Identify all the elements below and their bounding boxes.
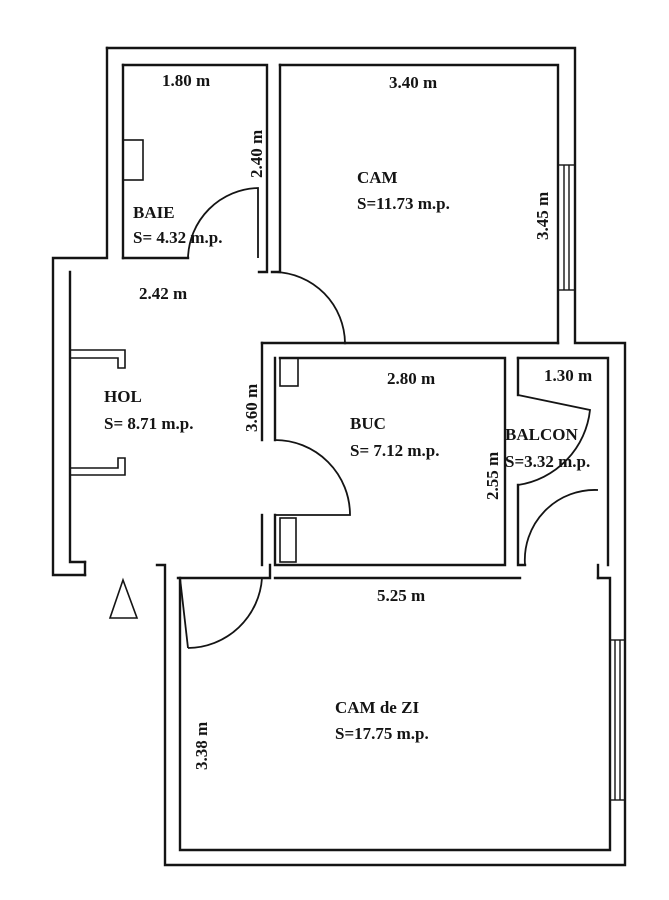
door-cam [274,271,346,344]
dim-buc-height: 2.55 m [483,452,502,500]
room-name-balcon: BALCON [505,425,578,444]
room-area-cam-zi: S=17.75 m.p. [335,724,429,743]
room-name-buc: BUC [350,414,386,433]
room-name-cam: CAM [357,168,398,187]
interior-walls [70,63,610,580]
dim-cam-height: 3.45 m [533,192,552,240]
dim-hol-height: 3.60 m [242,384,261,432]
window-cam [557,164,576,291]
dim-baie-width: 1.80 m [162,71,210,90]
dim-buc-width: 2.80 m [387,369,435,388]
room-area-baie: S= 4.32 m.p. [133,228,223,247]
window-cam-zi [609,639,626,801]
room-name-baie: BAIE [133,203,175,222]
dim-hol-width: 2.42 m [139,284,187,303]
dim-camzi-height: 3.38 m [192,722,211,770]
dim-baie-height: 2.40 m [247,130,266,178]
exterior-walls [51,46,627,867]
dim-camzi-width: 5.25 m [377,586,425,605]
doors [179,187,599,649]
dim-balcon-width: 1.30 m [544,366,592,385]
room-area-hol: S= 8.71 m.p. [104,414,194,433]
room-name-cam-zi: CAM de ZI [335,698,419,717]
room-area-cam: S=11.73 m.p. [357,194,450,213]
windows [557,164,626,801]
door-buc [274,439,351,516]
dim-cam-width: 3.40 m [389,73,437,92]
door-cam-zi [187,577,263,649]
room-area-balcon: S=3.32 m.p. [505,452,590,471]
door-baie [187,187,259,259]
triangle-icon [108,577,139,619]
room-name-hol: HOL [104,387,142,406]
room-area-buc: S= 7.12 m.p. [350,441,440,460]
door-balcon-cam [523,489,599,566]
door-balcon [517,394,591,486]
